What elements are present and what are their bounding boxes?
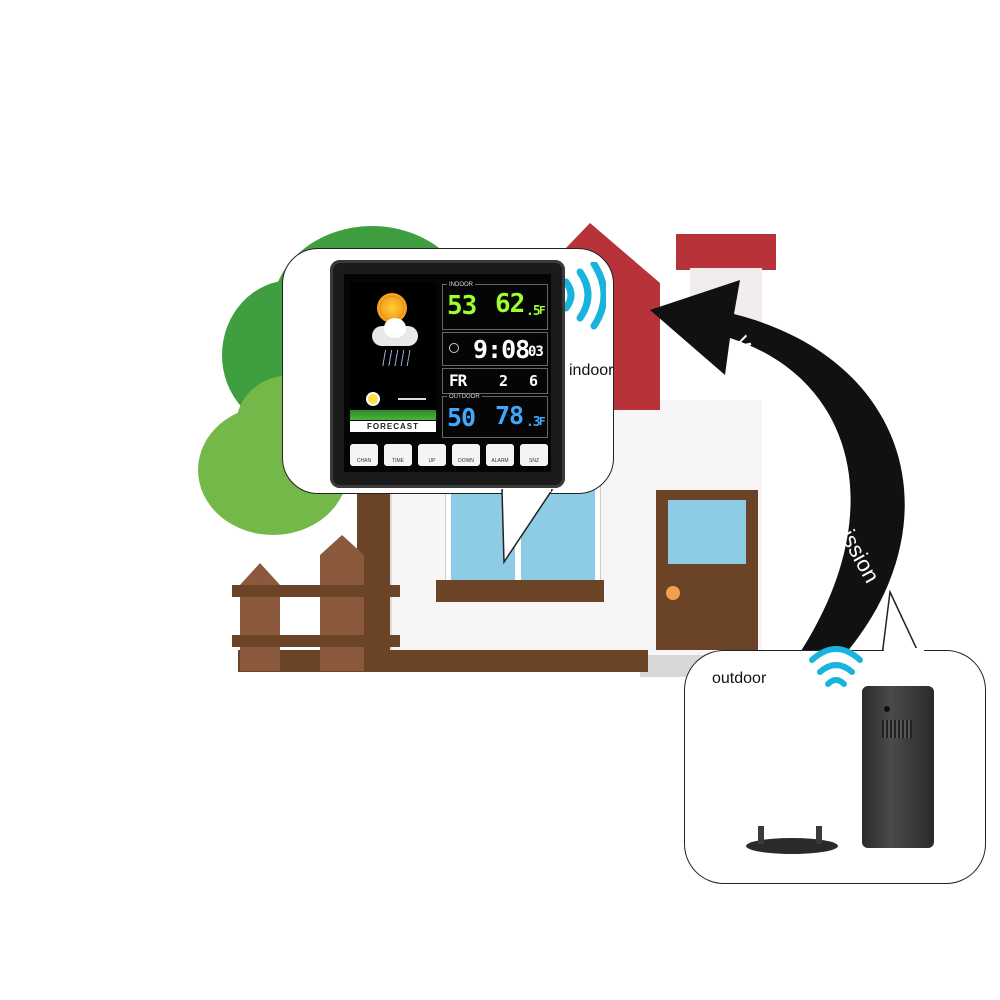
indoor-label: indoor xyxy=(569,362,614,379)
door-window xyxy=(668,500,746,564)
indoor-readout: INDOOR 53 62 .5 F xyxy=(442,282,548,330)
indoor-temp-decimal: .5 xyxy=(526,304,541,319)
door-knob xyxy=(666,586,680,600)
sun-icon xyxy=(380,296,404,320)
wifi-waves-outdoor-icon xyxy=(809,646,863,687)
outdoor-bubble-tail-mask xyxy=(884,648,924,654)
up-button[interactable]: UP xyxy=(418,444,446,466)
clock-time: 9:08 xyxy=(473,335,530,364)
indoor-header: INDOOR xyxy=(447,282,475,288)
weather-station: FORECAST INDOOR 53 62 .5 F 9:08 03 FR 2 … xyxy=(330,260,565,488)
alarm-button[interactable]: ALARM xyxy=(486,444,514,466)
grass-strip xyxy=(350,410,436,420)
touch-buttons: CHAN TIME UP DOWN ALARM SNZ xyxy=(350,444,548,466)
outdoor-temp: 78 xyxy=(495,401,524,430)
bell-icon xyxy=(449,343,459,353)
rain-icon xyxy=(380,350,412,366)
sensor-led xyxy=(884,706,890,712)
date-day-number: 6 xyxy=(529,372,538,390)
indoor-humidity: 53 xyxy=(447,291,477,321)
outdoor-humidity: 50 xyxy=(447,403,476,432)
flower-icon xyxy=(368,394,378,404)
indoor-temp-unit: F xyxy=(539,304,546,317)
indoor-temp: 62 xyxy=(495,289,525,319)
outdoor-temp-unit: F xyxy=(539,415,546,428)
sensor-mount xyxy=(746,826,838,854)
sensor-vents xyxy=(882,720,912,738)
outdoor-sensor xyxy=(862,686,934,848)
indoor-bubble-tail xyxy=(501,488,554,565)
trend-arrow-icon xyxy=(398,398,426,400)
date-month: 2 xyxy=(499,372,508,390)
signal-arrow xyxy=(650,280,905,660)
cloud-icon-puff xyxy=(384,318,406,338)
outdoor-readout: OUTDOOR 50 78 .3 F xyxy=(442,394,548,438)
window-sill xyxy=(436,580,604,602)
outdoor-header: OUTDOOR xyxy=(447,394,482,400)
snooze-button[interactable]: SNZ xyxy=(520,444,548,466)
wifi-waves-indoor-icon xyxy=(562,262,606,330)
chan-button[interactable]: CHAN xyxy=(350,444,378,466)
time-button[interactable]: TIME xyxy=(384,444,412,466)
time-readout: 9:08 03 xyxy=(442,332,548,366)
chimney xyxy=(676,234,776,270)
outdoor-label: outdoor xyxy=(712,670,767,687)
station-lcd: FORECAST INDOOR 53 62 .5 F 9:08 03 FR 2 … xyxy=(344,274,551,472)
down-button[interactable]: DOWN xyxy=(452,444,480,466)
outdoor-temp-decimal: .3 xyxy=(526,415,541,430)
clock-seconds: 03 xyxy=(528,344,544,360)
date-readout: FR 2 6 xyxy=(442,368,548,394)
fence xyxy=(232,535,400,671)
forecast-panel: FORECAST xyxy=(350,282,436,432)
forecast-label: FORECAST xyxy=(350,421,436,432)
date-day: FR xyxy=(449,371,467,390)
